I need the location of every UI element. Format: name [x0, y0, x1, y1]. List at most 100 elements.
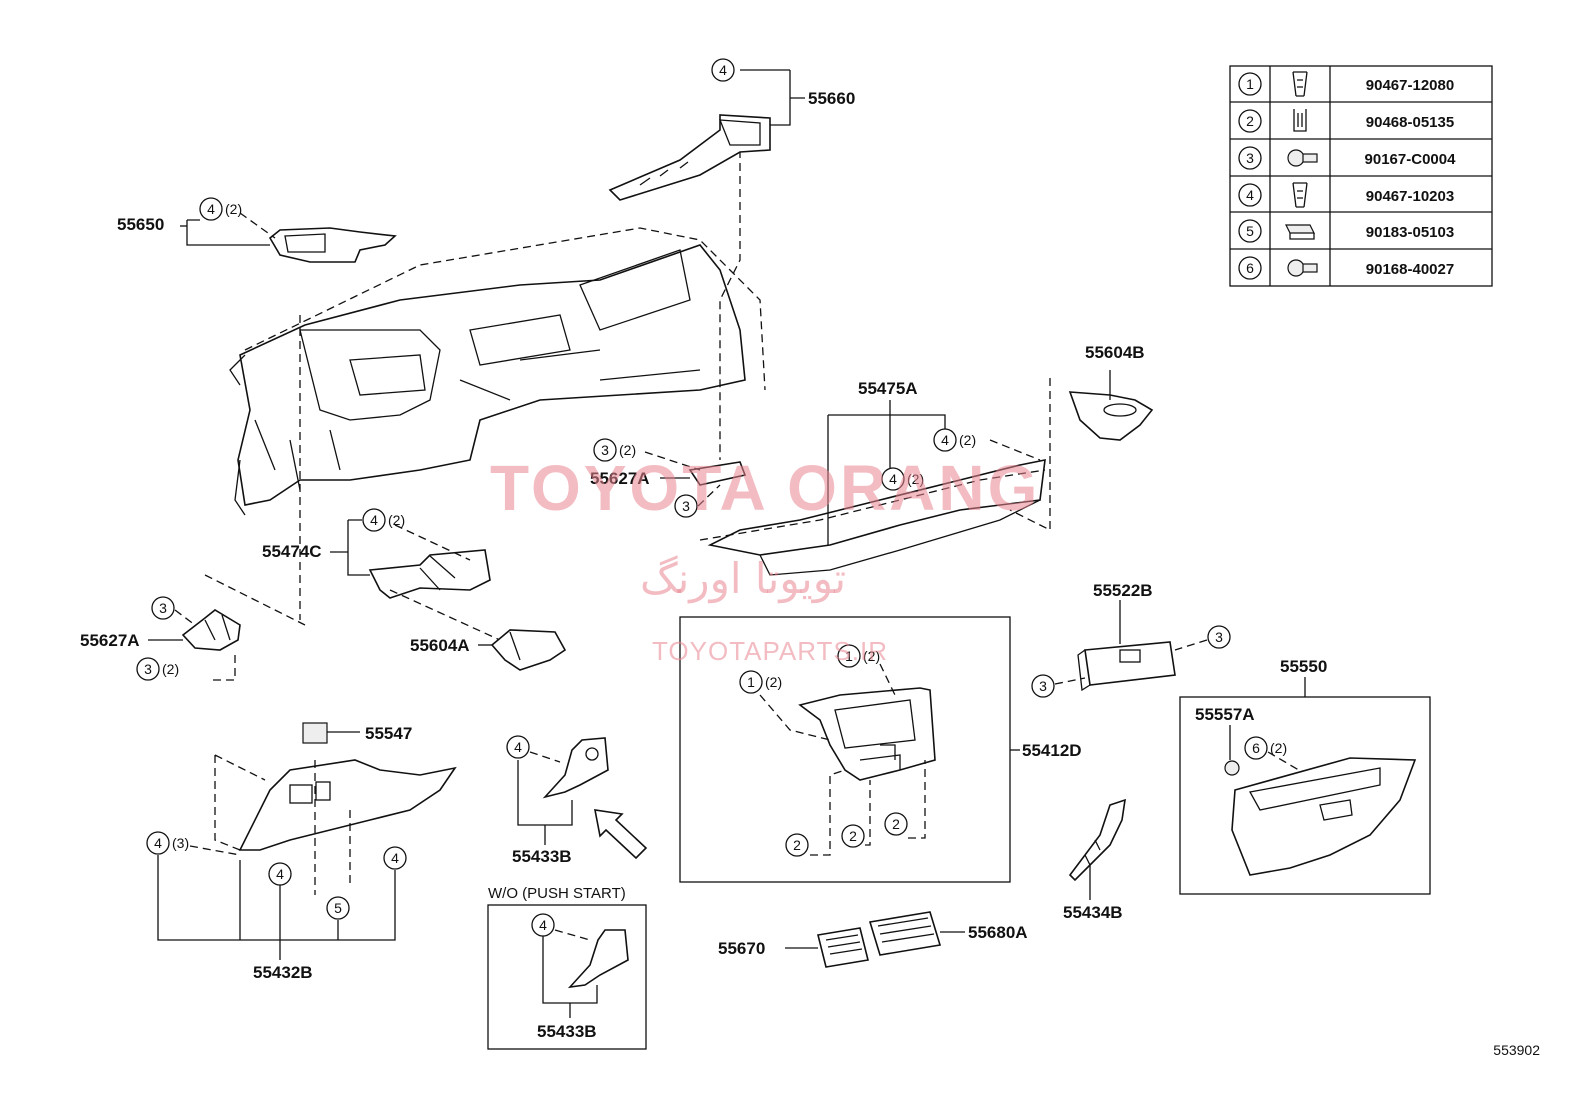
part-55627A-lower: 3 3 (2) 55627A — [80, 574, 306, 681]
part-label-55660: 55660 — [808, 89, 855, 108]
diagram-reference: 553902 — [1493, 1042, 1540, 1058]
clip-icon — [1292, 182, 1308, 208]
callout-2: 2 — [849, 828, 857, 844]
clip-icon — [1293, 109, 1307, 132]
watermark: TOYOTA ORANG تویوتا اورنگ TOYOTAPARTS.IR — [490, 452, 1037, 666]
arrow-icon — [594, 809, 648, 860]
part-number: 90467-12080 — [1366, 77, 1454, 94]
callout-6: 6 — [1252, 740, 1260, 756]
part-label-55547: 55547 — [365, 724, 412, 743]
callout-5: 5 — [334, 900, 342, 916]
fastener-table: 1 90467-12080 2 90468-05135 3 90167-C000… — [1229, 65, 1493, 287]
callout-3: 3 — [144, 661, 152, 677]
table-row: 2 90468-05135 — [1238, 109, 1454, 133]
part-label-55627A: 55627A — [80, 631, 140, 650]
quantity: (2) — [225, 201, 242, 217]
callout-4: 4 — [391, 850, 399, 866]
callout-3: 3 — [159, 600, 167, 616]
callout-2: 2 — [892, 816, 900, 832]
row-index: 4 — [1246, 187, 1254, 203]
callout-2: 2 — [793, 837, 801, 853]
part-55412D: 55412D 1 (2) 1 (2) 2 2 2 — [679, 616, 1082, 883]
callout-4: 4 — [719, 62, 727, 78]
part-55433B-wo-push-start: W/O (PUSH START) 4 55433B — [487, 885, 647, 1050]
part-label-55680A: 55680A — [968, 923, 1028, 942]
part-label-55432B: 55432B — [253, 963, 313, 982]
callout-1: 1 — [747, 674, 755, 690]
part-number: 90467-10203 — [1366, 188, 1454, 205]
part-55604A: 55604A — [410, 629, 567, 671]
quantity: (2) — [959, 432, 976, 448]
part-55475A: 55475A 4 (2) 4 (2) — [699, 379, 1046, 576]
callout-4: 4 — [539, 917, 547, 933]
nut-icon — [1285, 224, 1315, 240]
row-index: 5 — [1246, 223, 1254, 239]
part-label-55627A: 55627A — [590, 469, 650, 488]
quantity: (2) — [162, 661, 179, 677]
part-55522B: 55522B 3 3 — [1031, 581, 1231, 698]
quantity: (2) — [1270, 740, 1287, 756]
callout-4: 4 — [941, 432, 949, 448]
row-index: 6 — [1246, 260, 1254, 276]
part-number: 90183-05103 — [1366, 224, 1454, 241]
clip-icon — [1292, 71, 1308, 97]
watermark-site: TOYOTAPARTS.IR — [652, 636, 888, 666]
callout-3: 3 — [682, 498, 690, 514]
part-55660: 4 55660 — [608, 58, 855, 201]
watermark-brand-persian: تویوتا اورنگ — [640, 554, 846, 603]
part-label-55670: 55670 — [718, 939, 765, 958]
part-number: 90468-05135 — [1366, 114, 1454, 131]
table-row: 5 90183-05103 — [1238, 219, 1454, 243]
part-label-55433B: 55433B — [537, 1022, 597, 1041]
part-label-55550: 55550 — [1280, 657, 1327, 676]
callout-4: 4 — [207, 201, 215, 217]
part-number: 90167-C0004 — [1365, 151, 1457, 168]
callout-4: 4 — [514, 739, 522, 755]
part-label-55433B: 55433B — [512, 847, 572, 866]
screw-icon — [1287, 149, 1318, 167]
part-55547: 55547 — [302, 722, 412, 744]
part-label-55412D: 55412D — [1022, 741, 1082, 760]
instrument-panel-drawing — [229, 150, 766, 620]
part-label-55604B: 55604B — [1085, 343, 1145, 362]
part-label-55522B: 55522B — [1093, 581, 1153, 600]
screw-icon — [1287, 259, 1318, 277]
part-55604B: 55604B — [1009, 343, 1154, 532]
quantity: (2) — [619, 442, 636, 458]
callout-4: 4 — [370, 512, 378, 528]
quantity: (2) — [765, 674, 782, 690]
quantity: (3) — [172, 835, 189, 851]
table-row: 1 90467-12080 — [1238, 71, 1454, 97]
part-number: 90168-40027 — [1366, 261, 1454, 278]
part-55433B-upper: 4 55433B — [506, 735, 648, 866]
quantity: (2) — [388, 512, 405, 528]
callout-4: 4 — [889, 471, 897, 487]
callout-4: 4 — [276, 866, 284, 882]
row-index: 2 — [1246, 113, 1254, 129]
note-wo-push-start: W/O (PUSH START) — [488, 885, 626, 902]
part-55474C: 4 (2) 55474C — [262, 508, 501, 641]
row-index: 1 — [1246, 76, 1254, 92]
part-label-55557A: 55557A — [1195, 705, 1255, 724]
table-row: 3 90167-C0004 — [1238, 146, 1457, 170]
callout-1: 1 — [845, 648, 853, 664]
callout-3: 3 — [601, 442, 609, 458]
part-55650: 4 (2) 55650 — [117, 197, 397, 263]
quantity: (2) — [863, 648, 880, 664]
callout-3: 3 — [1039, 678, 1047, 694]
part-55432B: 4 (3) 4 5 4 55432B — [146, 754, 457, 982]
part-label-55604A: 55604A — [410, 636, 470, 655]
quantity: (2) — [907, 471, 924, 487]
table-row: 4 90467-10203 — [1238, 182, 1454, 208]
part-label-55650: 55650 — [117, 215, 164, 234]
part-55680A: 55680A — [868, 911, 1028, 956]
row-index: 3 — [1246, 150, 1254, 166]
part-label-55474C: 55474C — [262, 542, 322, 561]
callout-4: 4 — [154, 835, 162, 851]
part-55627A-upper: 3 (2) 3 55627A — [590, 438, 747, 518]
part-55670: 55670 — [718, 927, 869, 968]
part-55550: 55550 55557A 6 (2) — [1179, 657, 1431, 895]
callout-3: 3 — [1215, 629, 1223, 645]
part-label-55434B: 55434B — [1063, 903, 1123, 922]
